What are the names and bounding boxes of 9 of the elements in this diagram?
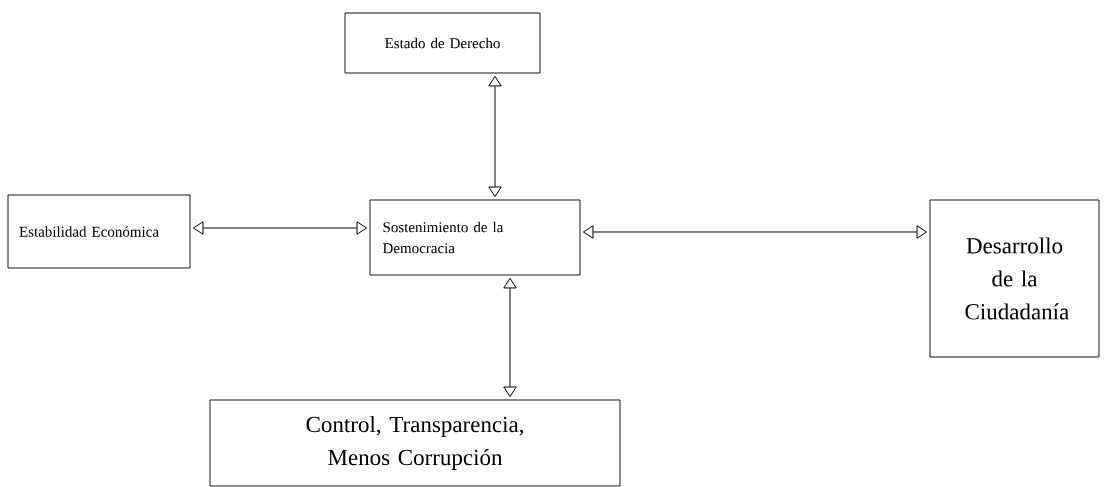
process-box: Control, Transparencia, Menos Corrupción <box>209 399 621 487</box>
process-box: Sostenimiento de la Democracia <box>369 199 581 276</box>
process-box: Estabilidad Económica <box>7 194 191 269</box>
double-arrow <box>192 221 368 235</box>
process-box: Desarrollo de la Ciudadanía <box>929 199 1100 358</box>
process-box: Estado de Derecho <box>344 12 541 74</box>
double-arrow <box>582 225 928 239</box>
double-arrow <box>503 277 517 398</box>
double-arrow <box>488 75 502 198</box>
